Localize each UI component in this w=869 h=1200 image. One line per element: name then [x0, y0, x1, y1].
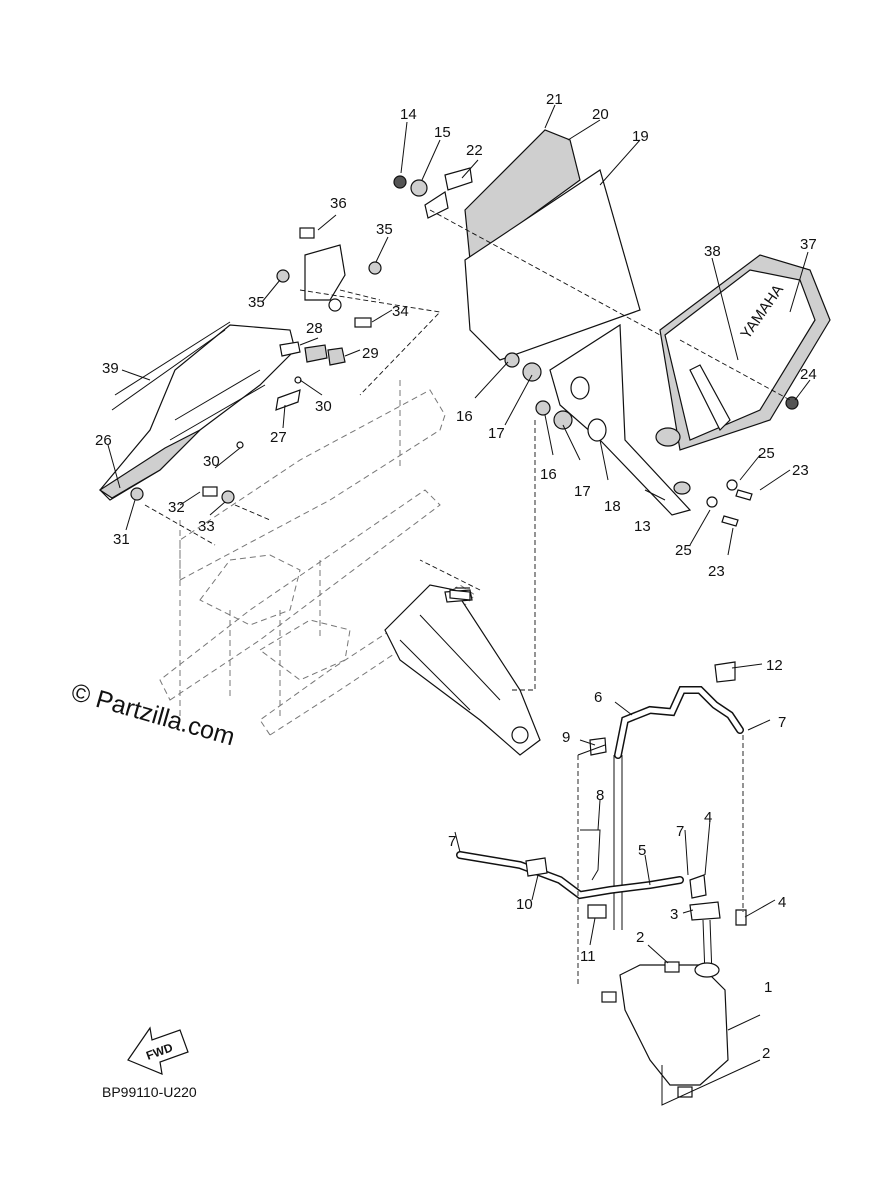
callout-31: 31	[113, 531, 130, 548]
callout-30: 30	[203, 453, 220, 470]
assembly-lines	[144, 209, 791, 985]
callout-5: 5	[638, 842, 646, 859]
callout-2: 2	[636, 929, 644, 946]
callout-6: 6	[594, 689, 602, 706]
radiator-guard-13	[549, 323, 731, 516]
callout-18: 18	[604, 498, 621, 515]
callout-28: 28	[306, 320, 323, 337]
callout-37: 37	[800, 236, 817, 253]
callout-16: 16	[540, 466, 557, 483]
callout-14: 14	[400, 106, 417, 123]
callout-11: 11	[580, 948, 596, 965]
callout-25: 25	[758, 445, 775, 462]
callout-21: 21	[546, 91, 563, 108]
swingarm	[384, 584, 541, 756]
shroud-panels	[393, 129, 641, 361]
upper-bracket	[130, 227, 382, 504]
callout-10: 10	[516, 896, 533, 913]
callout-9: 9	[562, 729, 570, 746]
callout-16: 16	[456, 408, 473, 425]
frame-phantom	[159, 380, 476, 736]
callout-32: 32	[168, 499, 185, 516]
callout-22: 22	[466, 142, 483, 159]
callout-8: 8	[596, 787, 604, 804]
callout-35: 35	[248, 294, 265, 311]
callout-numbers: 1 2 2 3 4 4 5 6 7 7 7 8 9 10 11 12 13 14…	[95, 91, 817, 1062]
callout-15: 15	[434, 124, 451, 141]
callout-38: 38	[704, 243, 721, 260]
callout-27: 27	[270, 429, 287, 446]
callout-26: 26	[95, 432, 112, 449]
side-cover-26	[98, 321, 296, 501]
callout-3: 3	[670, 906, 678, 923]
callout-29: 29	[362, 345, 379, 362]
callout-36: 36	[330, 195, 347, 212]
bracket-parts	[236, 341, 346, 449]
callout-24: 24	[800, 366, 817, 383]
callout-7: 7	[676, 823, 684, 840]
callout-35: 35	[376, 221, 393, 238]
radiator-cover-37: YAMAHA	[659, 254, 831, 451]
callout-23: 23	[792, 462, 809, 479]
callout-25: 25	[675, 542, 692, 559]
diagram-code: BP99110-U220	[102, 1084, 197, 1100]
callout-19: 19	[632, 128, 649, 145]
callout-7: 7	[448, 833, 456, 850]
leader-lines	[107, 104, 811, 1106]
callout-17: 17	[488, 425, 505, 442]
callout-4: 4	[704, 809, 712, 826]
callout-2: 2	[762, 1045, 770, 1062]
callout-23: 23	[708, 563, 725, 580]
callout-33: 33	[198, 518, 215, 535]
callout-20: 20	[592, 106, 609, 123]
callout-30: 30	[315, 398, 332, 415]
callout-34: 34	[392, 303, 409, 320]
callout-1: 1	[764, 979, 772, 996]
callout-13: 13	[634, 518, 651, 535]
fwd-arrow: FWD	[127, 1026, 189, 1075]
callout-7: 7	[778, 714, 786, 731]
callout-4: 4	[778, 894, 786, 911]
callout-39: 39	[102, 360, 119, 377]
callout-17: 17	[574, 483, 591, 500]
callout-12: 12	[766, 657, 783, 674]
